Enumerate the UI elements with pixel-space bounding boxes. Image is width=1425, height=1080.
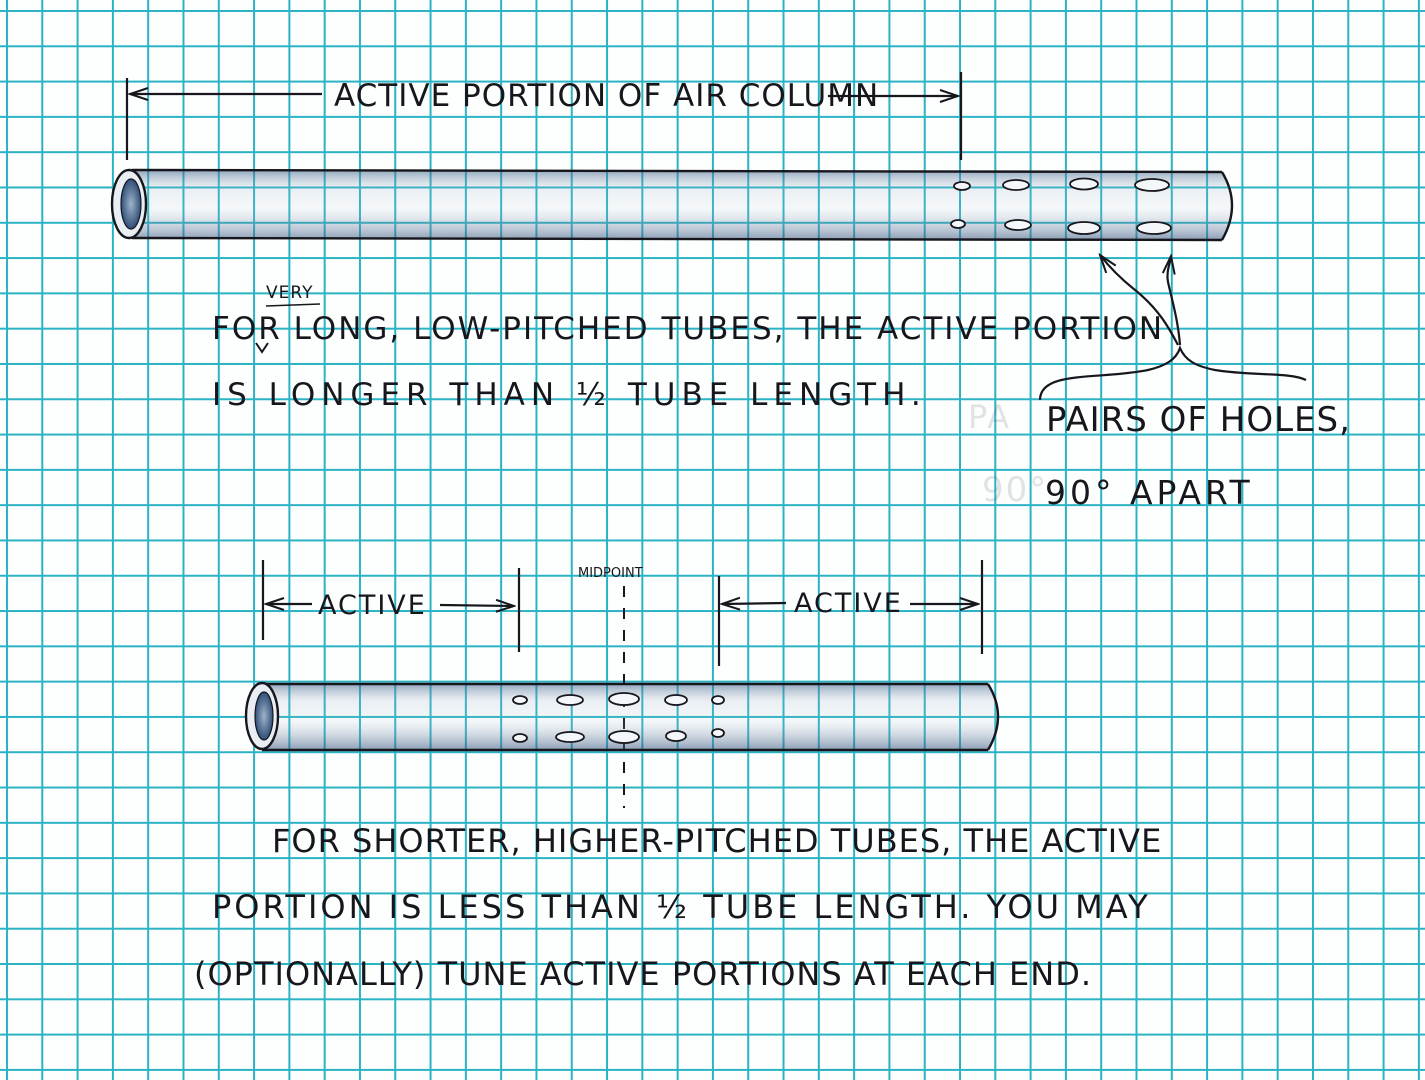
- holes-label-ghost-line-1: PA: [968, 398, 1012, 436]
- left-active-label: ACTIVE: [318, 590, 427, 621]
- holes-pointer: [1038, 255, 1307, 401]
- top-dimension-line: [125, 72, 963, 160]
- very-insertion-word: VERY: [266, 283, 314, 303]
- top-note-line-1: FOR LONG, LOW-PITCHED TUBES, THE ACTIVE …: [212, 311, 1165, 347]
- bottom-note-line-2: PORTION IS LESS THAN ½ TUBE LENGTH. YOU …: [212, 888, 1151, 926]
- very-underline: [265, 303, 321, 307]
- holes-arrow-right: [1167, 256, 1182, 346]
- holes-label-line-1: PAIRS OF HOLES,: [1046, 400, 1351, 440]
- bottom-note-line-3: (OPTIONALLY) TUNE ACTIVE PORTIONS AT EAC…: [194, 955, 1093, 993]
- bottom-tube-holes: [512, 692, 725, 744]
- bottom-note-line-1: FOR SHORTER, HIGHER-PITCHED TUBES, THE A…: [272, 822, 1163, 860]
- holes-arrow-left: [1100, 255, 1179, 346]
- top-dimension-label: ACTIVE PORTION OF AIR COLUMN: [334, 78, 880, 114]
- top-tube-holes: [950, 177, 1172, 235]
- very-insertion-caret: [255, 342, 269, 354]
- bottom-tube: [244, 681, 1000, 752]
- top-tube: [110, 168, 1234, 242]
- right-active-arrow-start: [722, 603, 787, 604]
- bottom-dimension-lines: [261, 560, 984, 666]
- midpoint-label: MIDPOINT: [578, 566, 643, 581]
- holes-brace: [1038, 344, 1307, 401]
- top-note-line-2: IS LONGER THAN ½ TUBE LENGTH.: [212, 377, 927, 413]
- holes-label-line-2: 90° APART: [1045, 473, 1254, 512]
- holes-label-ghost-line-2: 90°: [982, 470, 1049, 510]
- left-active-arrow-end: [439, 605, 514, 606]
- right-active-label: ACTIVE: [794, 588, 903, 619]
